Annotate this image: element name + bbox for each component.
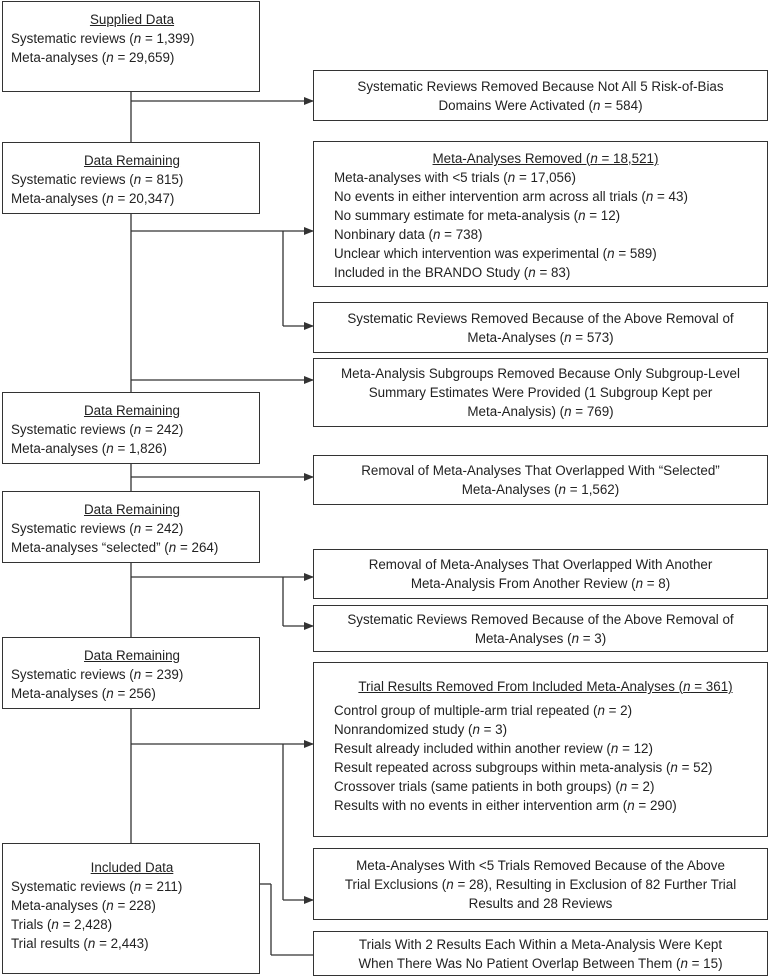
box-line: Trial Exclusions (n = 28), Resulting in … bbox=[344, 876, 737, 892]
sr-removed-box-2: Systematic Reviews Removed Because of th… bbox=[313, 605, 768, 652]
box-heading: Supplied Data bbox=[89, 12, 175, 27]
box-line: Trial results (n = 2,443) bbox=[11, 936, 149, 951]
meta-analyses-removed-box: Meta-Analyses Removed (n = 18,521) Meta-… bbox=[313, 141, 768, 287]
box-heading: Data Remaining bbox=[83, 648, 181, 663]
box-line: Meta-Analyses With <5 Trials Removed Bec… bbox=[356, 857, 725, 873]
box-heading: Meta-Analyses Removed (n = 18,521) bbox=[432, 151, 659, 166]
box-line: No events in either intervention arm acr… bbox=[334, 189, 688, 204]
box-line: Nonbinary data (n = 738) bbox=[334, 227, 483, 242]
box-heading: Trial Results Removed From Included Meta… bbox=[358, 679, 733, 694]
box-line: Systematic Reviews Removed Because of th… bbox=[347, 611, 734, 627]
box-line: Removal of Meta-Analyses That Overlapped… bbox=[361, 463, 720, 478]
sr-removed-rob-box: Systematic Reviews Removed Because Not A… bbox=[313, 70, 768, 121]
box-line: Meta-Analysis Subgroups Removed Because … bbox=[341, 366, 740, 381]
data-remaining-box-2: Data Remaining Systematic reviews (n = 2… bbox=[2, 392, 260, 464]
box-line: Meta-Analyses (n = 573) bbox=[467, 329, 614, 345]
box-line: Systematic reviews (n = 815) bbox=[11, 172, 184, 187]
overlap-selected-box: Removal of Meta-Analyses That Overlapped… bbox=[313, 455, 768, 505]
box-line: Systematic reviews (n = 211) bbox=[11, 879, 183, 894]
box-line: Meta-Analyses (n = 1,562) bbox=[461, 482, 620, 497]
box-line: No summary estimate for meta-analysis (n… bbox=[334, 208, 621, 223]
data-remaining-box-4: Data Remaining Systematic reviews (n = 2… bbox=[2, 637, 260, 709]
box-heading: Data Remaining bbox=[83, 403, 181, 418]
box-line: Included in the BRANDO Study (n = 83) bbox=[334, 265, 571, 280]
box-line: Crossover trials (same patients in both … bbox=[334, 779, 655, 794]
trial-results-removed-box: Trial Results Removed From Included Meta… bbox=[313, 662, 768, 837]
box-line: Nonrandomized study (n = 3) bbox=[334, 722, 508, 737]
box-line: Meta-analyses (n = 256) bbox=[11, 686, 156, 701]
box-heading: Data Remaining bbox=[83, 502, 181, 517]
box-line: Removal of Meta-Analyses That Overlapped… bbox=[368, 557, 713, 572]
box-line: Domains Were Activated (n = 584) bbox=[438, 97, 643, 113]
subgroups-removed-box: Meta-Analysis Subgroups Removed Because … bbox=[313, 358, 768, 427]
box-line: Systematic Reviews Removed Because Not A… bbox=[357, 78, 724, 94]
box-line: Unclear which intervention was experimen… bbox=[334, 246, 657, 261]
box-line: Meta-analyses (n = 29,659) bbox=[11, 50, 175, 65]
box-line: Meta-Analysis) (n = 769) bbox=[467, 404, 614, 419]
box-line: Meta-analyses (n = 228) bbox=[11, 898, 156, 913]
box-line: Meta-analyses with <5 trials (n = 17,056… bbox=[334, 170, 576, 185]
box-heading: Data Remaining bbox=[83, 153, 181, 168]
ma-lt5-removed-box: Meta-Analyses With <5 Trials Removed Bec… bbox=[313, 848, 768, 920]
box-line: Systematic reviews (n = 242) bbox=[11, 422, 184, 437]
box-line: Results with no events in either interve… bbox=[334, 798, 677, 813]
box-line: Results and 28 Reviews bbox=[468, 895, 613, 911]
data-remaining-box-3: Data Remaining Systematic reviews (n = 2… bbox=[2, 491, 260, 563]
box-line: Meta-analyses (n = 20,347) bbox=[11, 191, 175, 206]
box-line: Meta-analyses (n = 1,826) bbox=[11, 441, 167, 456]
box-line: Trials With 2 Results Each Within a Meta… bbox=[358, 936, 723, 952]
box-line: Result repeated across subgroups within … bbox=[334, 760, 713, 775]
box-line: When There Was No Patient Overlap Betwee… bbox=[358, 955, 723, 971]
data-remaining-box-1: Data Remaining Systematic reviews (n = 8… bbox=[2, 142, 260, 214]
box-line: Meta-Analysis From Another Review (n = 8… bbox=[410, 576, 671, 591]
supplied-data-box: Supplied Data Systematic reviews (n = 1,… bbox=[2, 1, 260, 92]
box-line: Meta-Analyses (n = 3) bbox=[474, 630, 607, 646]
trials-kept-box: Trials With 2 Results Each Within a Meta… bbox=[313, 931, 768, 976]
box-line: Control group of multiple-arm trial repe… bbox=[334, 703, 633, 718]
box-line: Trials (n = 2,428) bbox=[11, 917, 113, 932]
box-line: Result already included within another r… bbox=[334, 741, 653, 756]
box-line: Systematic reviews (n = 239) bbox=[11, 667, 184, 682]
box-heading: Included Data bbox=[90, 860, 174, 875]
box-line: Systematic reviews (n = 242) bbox=[11, 521, 184, 536]
sr-removed-box-1: Systematic Reviews Removed Because of th… bbox=[313, 302, 768, 353]
included-data-box: Included Data Systematic reviews (n = 21… bbox=[2, 843, 260, 974]
overlap-review-box: Removal of Meta-Analyses That Overlapped… bbox=[313, 549, 768, 599]
box-line: Systematic reviews (n = 1,399) bbox=[11, 31, 195, 46]
box-line: Systematic Reviews Removed Because of th… bbox=[347, 310, 734, 326]
box-line: Meta-analyses “selected” (n = 264) bbox=[11, 540, 219, 555]
box-line: Summary Estimates Were Provided (1 Subgr… bbox=[368, 385, 713, 400]
